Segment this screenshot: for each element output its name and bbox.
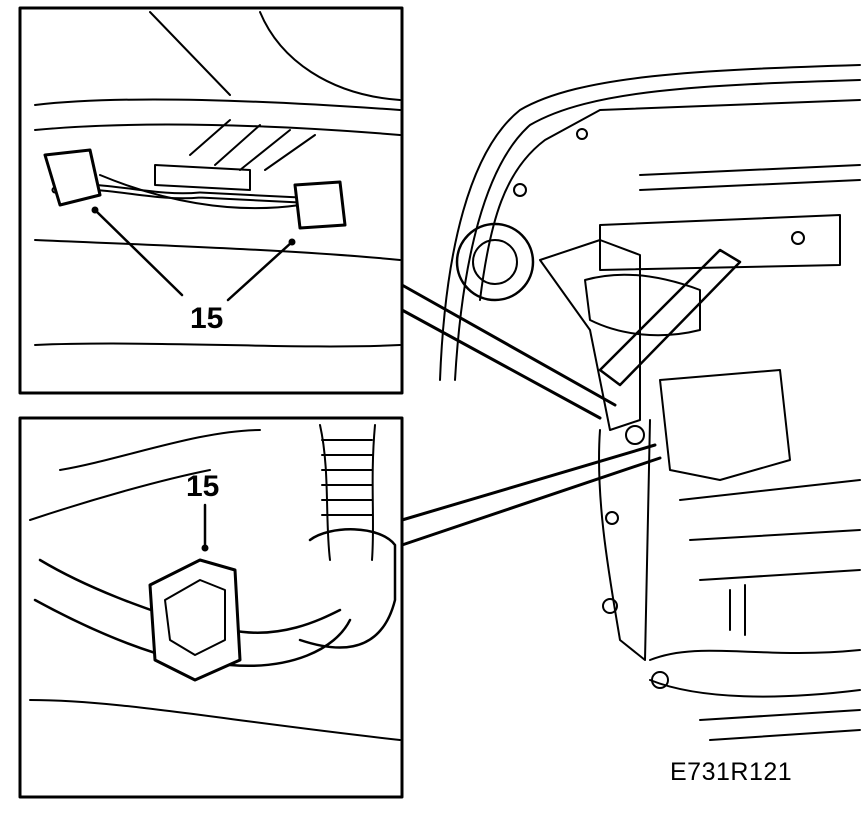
figure-reference-code: E731R121	[670, 758, 793, 786]
callout-label-top: 15	[190, 302, 224, 335]
top-inset-detail	[18, 6, 404, 395]
bottom-inset-detail	[18, 416, 404, 799]
leader-lines	[400, 283, 662, 547]
engine-bay-view	[439, 64, 861, 741]
callout-label-bottom: 15	[186, 470, 220, 503]
